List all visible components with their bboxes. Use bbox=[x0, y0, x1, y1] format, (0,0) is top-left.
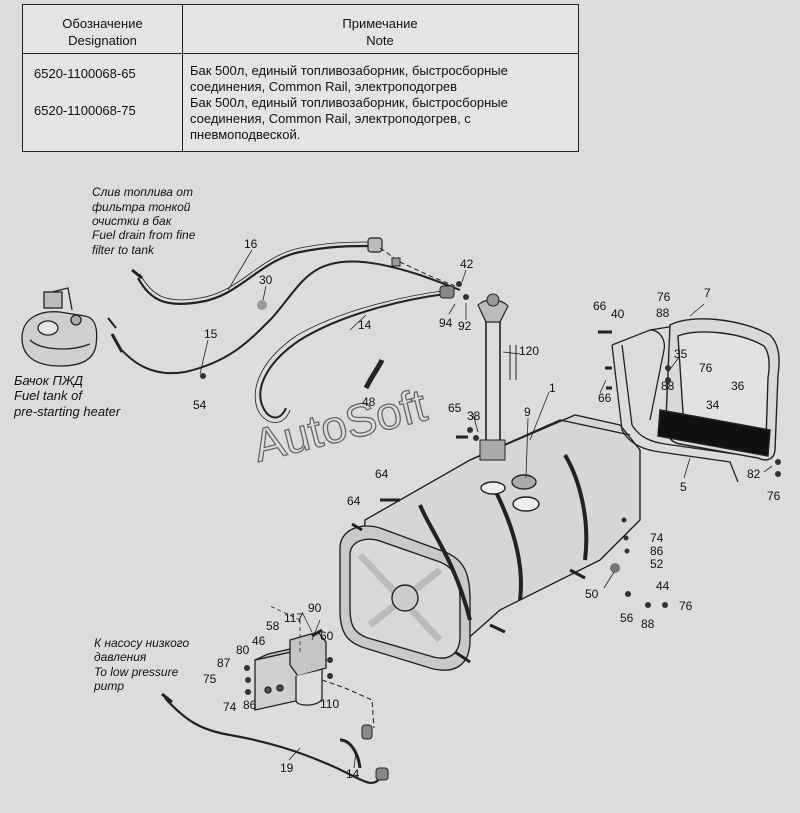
designation-code-1: 6520-1100068-65 bbox=[34, 66, 136, 81]
fine-filter-assembly bbox=[254, 628, 327, 711]
callout-88-a: 88 bbox=[656, 306, 670, 320]
callout-60: 60 bbox=[320, 629, 334, 643]
callout-54: 54 bbox=[193, 398, 207, 412]
callout-76-b: 76 bbox=[699, 361, 713, 375]
note-line: Бак 500л, единый топливозаборник, быстро… bbox=[190, 95, 508, 110]
callout-94: 94 bbox=[439, 316, 453, 330]
callout-74-a: 74 bbox=[650, 531, 664, 545]
callout-14-upper: 14 bbox=[358, 318, 372, 332]
designation-column: Обозначение Designation 6520-1100068-65 … bbox=[23, 5, 183, 151]
callout-66-lower: 66 bbox=[598, 391, 612, 405]
callout-40: 40 bbox=[611, 307, 625, 321]
callout-50: 50 bbox=[585, 587, 599, 601]
callout-42: 42 bbox=[460, 257, 474, 271]
note-header-en: Note bbox=[366, 33, 394, 48]
note-row-2: Бак 500л, единый топливозаборник, быстро… bbox=[190, 95, 572, 143]
callout-19: 19 bbox=[280, 761, 294, 775]
callout-14-lower: 14 bbox=[346, 767, 360, 781]
callout-82: 82 bbox=[747, 467, 761, 481]
caption-heater-tank: Бачок ПЖД Fuel tank of pre-starting heat… bbox=[13, 373, 121, 419]
note-header-ru: Примечание bbox=[342, 16, 418, 31]
callout-34: 34 bbox=[706, 398, 720, 412]
callout-1: 1 bbox=[549, 381, 556, 395]
caption-line: давления bbox=[94, 650, 147, 664]
caption-line: фильтра тонкой bbox=[92, 200, 191, 214]
callout-64-upper: 64 bbox=[375, 467, 389, 481]
leader-lines bbox=[199, 249, 773, 769]
callout-64-lower: 64 bbox=[347, 494, 361, 508]
callout-30: 30 bbox=[259, 273, 273, 287]
note-line: Бак 500л, единый топливозаборник, быстро… bbox=[190, 63, 508, 78]
callout-88-c: 88 bbox=[641, 617, 655, 631]
main-fuel-tank bbox=[339, 414, 641, 671]
caption-line: pre-starting heater bbox=[13, 404, 121, 419]
callout-92: 92 bbox=[458, 319, 472, 333]
designation-header: Обозначение Designation bbox=[23, 15, 182, 49]
callout-7: 7 bbox=[704, 286, 711, 300]
designation-header-en: Designation bbox=[68, 33, 137, 48]
return-hose-loop bbox=[254, 285, 455, 423]
note-line: соединения, Common Rail, электроподогрев bbox=[190, 79, 458, 94]
callout-52: 52 bbox=[650, 557, 664, 571]
callout-46: 46 bbox=[252, 634, 266, 648]
fasteners bbox=[200, 281, 781, 695]
caption-fuel-drain: Слив топлива от фильтра тонкой очистки в… bbox=[92, 185, 196, 257]
caption-low-pressure: К насосу низкого давления To low pressur… bbox=[93, 636, 190, 693]
designation-table: Обозначение Designation 6520-1100068-65 … bbox=[22, 4, 579, 152]
heater-feed-hose bbox=[107, 260, 461, 375]
caption-line: Fuel tank of bbox=[14, 388, 83, 403]
note-column: Примечание Note Бак 500л, единый топливо… bbox=[182, 5, 578, 151]
callout-48: 48 bbox=[362, 395, 376, 409]
callout-65: 65 bbox=[448, 401, 462, 415]
fuel-intake-unit bbox=[477, 293, 517, 461]
callout-76-d: 76 bbox=[679, 599, 693, 613]
note-header: Примечание Note bbox=[182, 15, 578, 49]
callout-76-a: 76 bbox=[657, 290, 671, 304]
caption-line: К насосу низкого bbox=[94, 636, 190, 650]
callout-86-b: 86 bbox=[243, 698, 257, 712]
callout-117: 117 bbox=[284, 611, 303, 625]
callout-90: 90 bbox=[308, 601, 322, 615]
caption-line: filter to tank bbox=[92, 243, 155, 257]
callout-16: 16 bbox=[244, 237, 258, 251]
caption-line: pump bbox=[93, 679, 124, 693]
callout-120: 120 bbox=[519, 344, 539, 358]
low-pressure-hose bbox=[161, 605, 389, 784]
callout-80: 80 bbox=[236, 643, 250, 657]
heater-fuel-tank bbox=[21, 287, 98, 367]
note-line: пневмоподвеской. bbox=[190, 127, 301, 142]
note-row-1: Бак 500л, единый топливозаборник, быстро… bbox=[190, 63, 572, 95]
caption-line: To low pressure bbox=[94, 665, 179, 679]
fuel-drain-hose bbox=[131, 237, 456, 306]
callout-38: 38 bbox=[467, 409, 481, 423]
callout-5: 5 bbox=[680, 480, 687, 494]
designation-header-ru: Обозначение bbox=[62, 16, 143, 31]
callout-74-b: 74 bbox=[223, 700, 237, 714]
caption-line: Слив топлива от bbox=[92, 185, 193, 199]
heat-shield-panel bbox=[657, 318, 780, 461]
callout-15: 15 bbox=[204, 327, 218, 341]
callout-numbers: 16 30 15 54 42 94 92 14 48 120 1 65 38 9… bbox=[193, 237, 781, 781]
designation-code-2: 6520-1100068-75 bbox=[34, 103, 136, 118]
note-line: соединения, Common Rail, электроподогрев… bbox=[190, 111, 471, 126]
callout-76-c: 76 bbox=[767, 489, 781, 503]
callout-9: 9 bbox=[524, 405, 531, 419]
callout-58: 58 bbox=[266, 619, 280, 633]
callout-86-a: 86 bbox=[650, 544, 664, 558]
caption-line: Бачок ПЖД bbox=[14, 373, 83, 388]
caption-line: очистки в бак bbox=[92, 214, 173, 228]
caption-line: Fuel drain from fine bbox=[92, 228, 196, 242]
callout-75: 75 bbox=[203, 672, 217, 686]
callout-110: 110 bbox=[320, 697, 339, 711]
callout-87: 87 bbox=[217, 656, 231, 670]
callout-35: 35 bbox=[674, 347, 688, 361]
callout-36: 36 bbox=[731, 379, 745, 393]
callout-66-upper: 66 bbox=[593, 299, 607, 313]
callout-88-b: 88 bbox=[661, 379, 675, 393]
callout-56: 56 bbox=[620, 611, 634, 625]
watermark-text: AutoSoft bbox=[248, 379, 432, 472]
callout-44: 44 bbox=[656, 579, 670, 593]
table-header-divider bbox=[23, 53, 578, 54]
